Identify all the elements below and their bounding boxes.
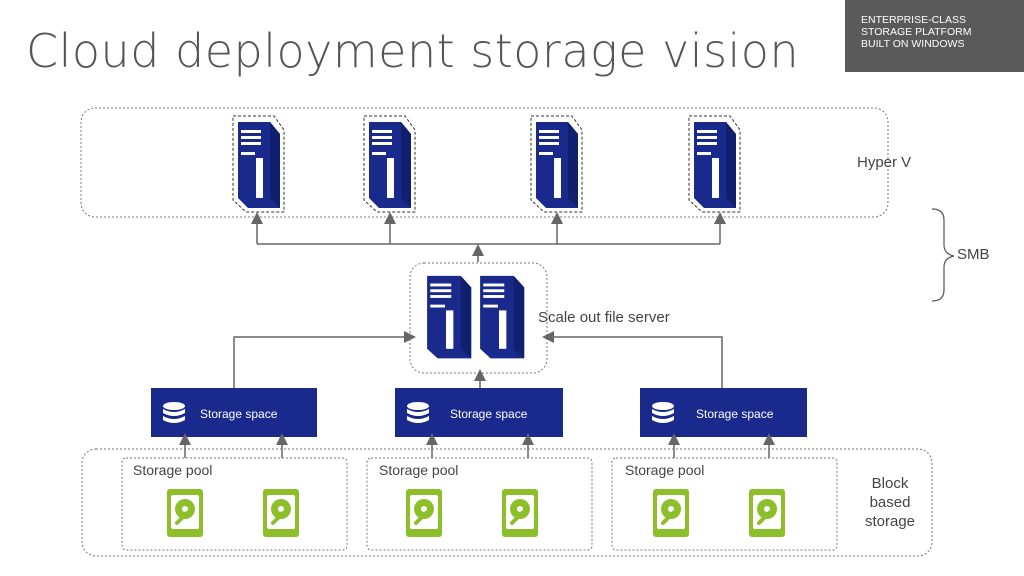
storage-pool-box xyxy=(611,457,838,551)
storage-pool-box xyxy=(121,457,348,551)
space-connectors xyxy=(233,331,723,388)
badge-line: BUILT ON WINDOWS xyxy=(861,38,965,50)
hyperv-label: Hyper V xyxy=(857,154,912,171)
storage-space-box: Storage space xyxy=(395,388,563,437)
hard-drive-icon xyxy=(651,487,691,539)
hard-drive-icon xyxy=(404,487,444,539)
hyperv-container xyxy=(80,107,889,218)
brace-icon xyxy=(931,208,955,302)
hard-drive-icon xyxy=(165,487,205,539)
block-label-line: Block xyxy=(871,475,909,492)
smb-connectors xyxy=(251,212,726,262)
storage-space-label: Storage space xyxy=(200,407,278,421)
block-label-line: based xyxy=(869,494,911,511)
page-title: Cloud deployment storage vision xyxy=(26,24,800,78)
server-icon xyxy=(232,115,285,213)
storage-space-box: Storage space xyxy=(640,388,807,437)
badge-line: STORAGE PLATFORM xyxy=(861,26,972,38)
server-icon xyxy=(427,275,472,359)
storage-space-label: Storage space xyxy=(696,407,774,421)
server-icon xyxy=(688,115,741,213)
hard-drive-icon xyxy=(261,487,301,539)
storage-pool-box xyxy=(366,457,593,551)
hard-drive-icon xyxy=(500,487,540,539)
block-storage-container xyxy=(81,448,933,557)
storage-pool-label: Storage pool xyxy=(379,462,459,478)
storage-space-label: Storage space xyxy=(450,407,528,421)
sofs-label: Scale out file server xyxy=(538,309,670,326)
hard-drive-icon xyxy=(747,487,787,539)
server-icon xyxy=(363,115,416,213)
storage-pool-label: Storage pool xyxy=(625,462,705,478)
smb-label: SMB xyxy=(957,246,990,263)
server-icon xyxy=(530,115,583,213)
storage-space-box: Storage space xyxy=(151,388,317,437)
server-icon xyxy=(480,275,525,359)
storage-pool-label: Storage pool xyxy=(133,462,213,478)
block-label-line: storage xyxy=(864,513,916,530)
platform-badge: ENTERPRISE-CLASS STORAGE PLATFORM BUILT … xyxy=(845,0,1024,72)
block-storage-label: Block based storage xyxy=(860,474,920,531)
badge-line: ENTERPRISE-CLASS xyxy=(861,14,967,26)
